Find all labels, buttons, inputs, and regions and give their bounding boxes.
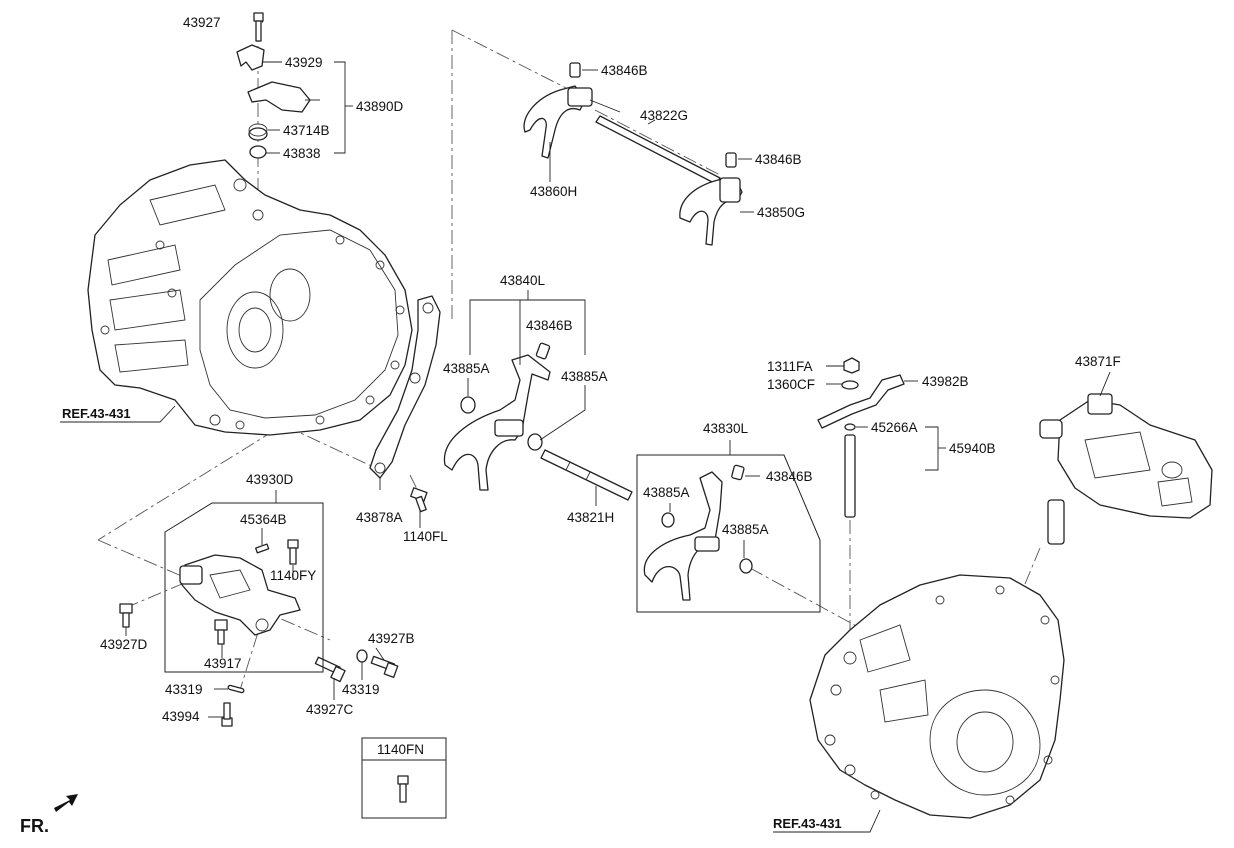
washer-1360CF	[841, 380, 859, 390]
label-43927C: 43927C	[306, 702, 354, 717]
label-43838: 43838	[283, 146, 321, 161]
label-ref-right: REF.43-431	[773, 816, 842, 831]
fork-43840L	[443, 354, 551, 491]
bolt-43927B	[370, 655, 399, 678]
label-43917: 43917	[204, 656, 242, 671]
label-ref-left: REF.43-431	[62, 406, 131, 421]
label-43930D: 43930D	[246, 472, 294, 487]
pin-43846B-top	[569, 62, 581, 78]
bush-43885A-box2	[739, 558, 753, 574]
clip-43929	[236, 44, 265, 71]
label-43994: 43994	[162, 709, 200, 724]
label-43830L: 43830L	[703, 421, 749, 436]
label-43929: 43929	[285, 55, 323, 70]
label-43890D: 43890D	[356, 99, 404, 114]
label-43846B-top: 43846B	[601, 63, 648, 78]
transmission-case-left	[87, 159, 413, 436]
bolt-43994	[221, 702, 233, 727]
label-1140FY: 1140FY	[270, 568, 316, 583]
bush-43885A-box1	[661, 512, 675, 528]
leader-lines	[60, 21, 1111, 833]
label-1140FL: 1140FL	[403, 529, 448, 544]
bolt-1140FN	[397, 775, 409, 803]
label-43714B: 43714B	[283, 123, 330, 138]
label-1140FN: 1140FN	[377, 742, 424, 757]
collar-43838	[249, 145, 267, 159]
actuator-43871F	[1039, 393, 1213, 545]
label-43846B-mid: 43846B	[755, 152, 802, 167]
label-43840L: 43840L	[500, 273, 546, 288]
pin-45364B	[255, 543, 270, 554]
bush-43885A-right	[527, 433, 543, 451]
label-43927D: 43927D	[100, 637, 148, 652]
bush-43885A-left	[460, 396, 476, 414]
label-43846B-group: 43846B	[526, 318, 573, 333]
label-43871F: 43871F	[1075, 354, 1121, 369]
label-43822G: 43822G	[640, 108, 688, 123]
pin-43319-a	[227, 684, 245, 694]
front-direction-icon	[54, 794, 78, 812]
label-43821H: 43821H	[567, 510, 614, 525]
label-43982B: 43982B	[922, 374, 969, 389]
transmission-case-right	[809, 574, 1065, 819]
label-fr: FR.	[20, 816, 49, 836]
label-43885A-right: 43885A	[561, 369, 608, 384]
label-45266A: 45266A	[871, 420, 918, 435]
lever-43878A	[369, 295, 441, 479]
group-brackets	[164, 61, 946, 819]
pin-43846B-box	[731, 464, 745, 481]
bolt-43927D	[119, 603, 133, 628]
label-43846B-box: 43846B	[766, 469, 813, 484]
bracket-43890D	[247, 81, 311, 113]
part-labels: 43927 43929 43890D 43714B 43838 REF.43-4…	[20, 15, 1121, 836]
bolt-1140FY	[287, 539, 299, 565]
bolt-43927	[253, 12, 264, 42]
label-43860H: 43860H	[530, 184, 577, 199]
pin-43846B-group	[535, 342, 551, 360]
label-45940B: 45940B	[949, 441, 996, 456]
bolt-43927C	[314, 656, 346, 683]
fork-43830L	[643, 471, 723, 601]
rod-45940B	[844, 434, 856, 518]
label-43885A-box2: 43885A	[722, 522, 769, 537]
rod-43822G	[595, 115, 721, 185]
label-43927: 43927	[183, 15, 221, 30]
shaft-43821H	[540, 449, 633, 501]
bolt-1140FL	[410, 487, 428, 513]
fork-43850G	[679, 177, 743, 246]
lever-assembly-43930D	[179, 554, 301, 636]
bolt-43917	[214, 619, 228, 645]
nut-1311FA	[843, 357, 860, 374]
label-43319-b: 43319	[342, 682, 380, 697]
bush-43714B	[248, 123, 268, 141]
lever-43982B	[817, 374, 905, 429]
label-43927B: 43927B	[368, 631, 415, 646]
label-43878A: 43878A	[356, 510, 403, 525]
label-43850G: 43850G	[757, 205, 805, 220]
label-1311FA: 1311FA	[767, 359, 813, 374]
oring-45266A	[844, 423, 856, 431]
pin-43846B-mid	[725, 152, 737, 168]
label-43319-a: 43319	[165, 682, 203, 697]
clip-43319-b	[356, 649, 368, 663]
label-45364B: 45364B	[240, 512, 287, 527]
label-1360CF: 1360CF	[767, 377, 815, 392]
fork-43860H	[523, 85, 621, 159]
label-43885A-left: 43885A	[443, 361, 490, 376]
label-43885A-box1: 43885A	[643, 485, 690, 500]
